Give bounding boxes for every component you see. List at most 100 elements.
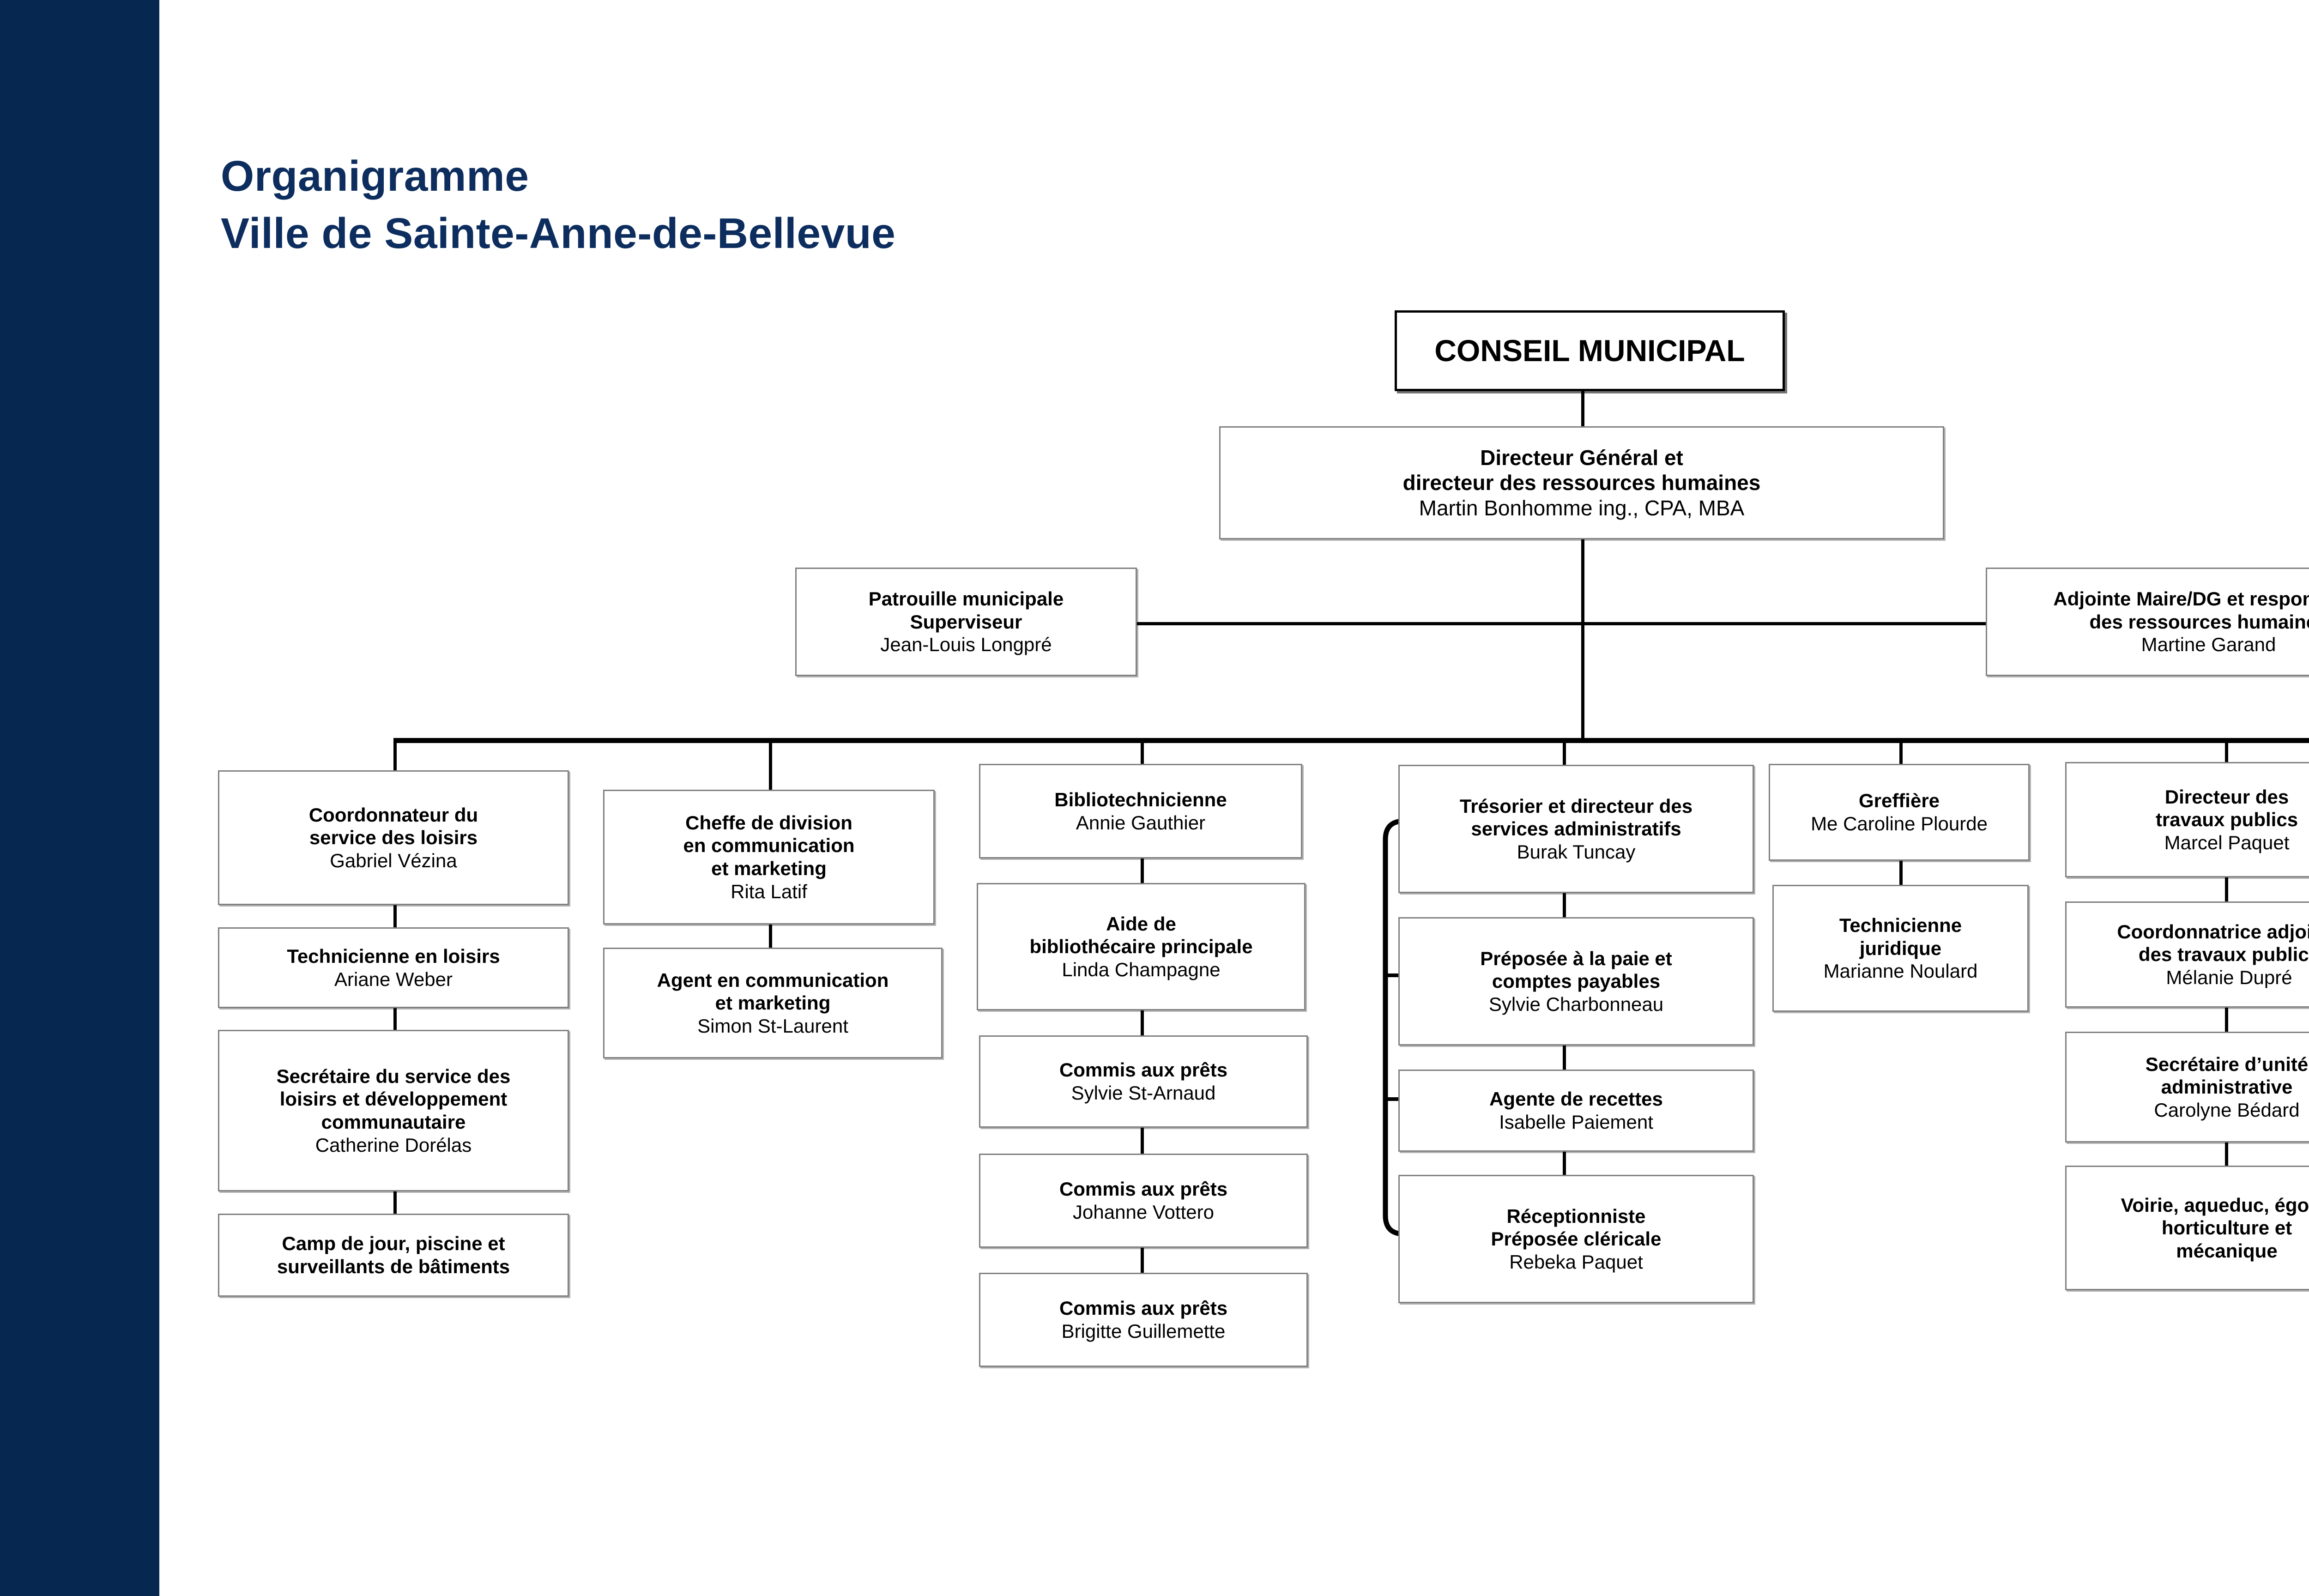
node-secretaire-unite-tp[interactable]: Secrétaire d’unité administrative Caroly… <box>2065 1032 2309 1143</box>
node-title-line-1: Adjointe Maire/DG et responsable <box>2053 588 2309 610</box>
node-title-line-1: Technicienne en loisirs <box>287 945 500 967</box>
node-commis-prets-1[interactable]: Commis aux prêts Sylvie St-Arnaud <box>979 1035 1308 1128</box>
node-aide-bibliothecaire[interactable]: Aide de bibliothécaire principale Linda … <box>977 883 1306 1010</box>
node-bibliotechnicienne[interactable]: Bibliotechnicienne Annie Gauthier <box>979 764 1302 858</box>
connector-c6-1-to-c6-2 <box>2225 877 2228 902</box>
node-tresorier[interactable]: Trésorier et directeur des services admi… <box>1398 765 1754 893</box>
node-title-line-1: Directeur Général et <box>1480 446 1683 470</box>
node-title-line-1: Commis aux prêts <box>1059 1059 1228 1081</box>
node-adjointe-maire-dg[interactable]: Adjointe Maire/DG et responsable des res… <box>1986 568 2309 676</box>
node-title-line-2: comptes payables <box>1492 970 1661 992</box>
node-commis-prets-2[interactable]: Commis aux prêts Johanne Vottero <box>979 1154 1308 1248</box>
connector-c4-1-to-c4-2 <box>1563 892 1566 918</box>
connector-c2-1-to-c2-2 <box>769 923 772 949</box>
node-title-line-1: Trésorier et directeur des <box>1459 795 1693 817</box>
connector-c3-3-to-c3-4 <box>1141 1127 1144 1154</box>
node-title-line-2: administrative <box>2161 1076 2293 1098</box>
connector-c5-1-to-c5-2 <box>1899 860 1903 886</box>
node-title-line-2: des ressources humaines <box>2089 611 2309 633</box>
node-title-line-1: Bibliotechnicienne <box>1054 788 1227 810</box>
node-receptionniste[interactable]: Réceptionniste Préposée cléricale Rebeka… <box>1398 1175 1754 1303</box>
node-title-line-1: Technicienne <box>1839 914 1962 937</box>
node-title-line-2: et marketing <box>715 992 831 1014</box>
node-title-line-3: mécanique <box>2176 1239 2278 1262</box>
node-person: Simon St-Laurent <box>697 1015 848 1037</box>
page-title-line-2: Ville de Sainte-Anne-de-Bellevue <box>221 209 896 257</box>
node-person: Mélanie Dupré <box>2166 966 2292 988</box>
main-distribution-bar <box>395 738 2309 743</box>
node-person: Gabriel Vézina <box>330 849 457 871</box>
node-person: Sylvie St-Arnaud <box>1071 1082 1216 1104</box>
connector-conseil-to-dg <box>1581 390 1584 427</box>
node-directeur-travaux-publics[interactable]: Directeur des travaux publics Marcel Paq… <box>2065 762 2309 877</box>
connector-patrouille-adjointe <box>1125 622 2162 625</box>
node-title-line-1: Réceptionniste <box>1506 1205 1646 1227</box>
node-title-line-1: Patrouille municipale <box>868 588 1064 610</box>
node-voirie-aqueduc[interactable]: Voirie, aqueduc, égout, horticulture et … <box>2065 1166 2309 1290</box>
node-title-line-3: et marketing <box>711 858 827 879</box>
node-person: Linda Champagne <box>1062 958 1221 980</box>
node-person: Johanne Vottero <box>1073 1201 1214 1223</box>
connector-c3-2-to-c3-3 <box>1141 1010 1144 1036</box>
connector-c4-3-to-c4-4 <box>1563 1150 1566 1176</box>
node-patrouille-municipale[interactable]: Patrouille municipale Superviseur Jean-L… <box>795 568 1137 676</box>
node-title-line-2: juridique <box>1859 937 1942 959</box>
node-coordonnateur-loisirs[interactable]: Coordonnateur du service des loisirs Gab… <box>218 770 569 905</box>
node-camp-de-jour[interactable]: Camp de jour, piscine et surveillants de… <box>218 1214 569 1297</box>
connector-c1-1-to-c1-2 <box>393 904 397 928</box>
node-preposee-paie[interactable]: Préposée à la paie et comptes payables S… <box>1398 917 1754 1046</box>
connector-drop-col6 <box>2225 738 2228 762</box>
connector-c3-1-to-c3-2 <box>1141 858 1144 885</box>
node-person: Martine Garand <box>2141 634 2276 656</box>
connector-c1-3-to-c1-4 <box>393 1191 397 1215</box>
node-title-line-1: Secrétaire du service des <box>276 1065 511 1087</box>
node-title-line-1: Commis aux prêts <box>1059 1297 1228 1319</box>
node-title-line-1: Commis aux prêts <box>1059 1178 1228 1200</box>
node-commis-prets-3[interactable]: Commis aux prêts Brigitte Guillemette <box>979 1273 1308 1367</box>
connector-c4-2-to-c4-3 <box>1563 1045 1566 1070</box>
node-title-line-2: travaux publics <box>2155 809 2298 831</box>
node-title-line-1: Camp de jour, piscine et <box>282 1233 505 1255</box>
node-title-line-1: Aide de <box>1106 913 1176 935</box>
connector-drop-col3 <box>1141 738 1144 765</box>
node-person: Martin Bonhomme ing., CPA, MBA <box>1419 496 1745 520</box>
node-person: Catherine Dorélas <box>315 1134 472 1156</box>
node-title-line-1: Agente de recettes <box>1489 1088 1663 1110</box>
connector-dg-spine <box>1581 539 1584 739</box>
node-title-line-2: services administratifs <box>1471 818 1681 840</box>
node-technicienne-loisirs[interactable]: Technicienne en loisirs Ariane Weber <box>218 927 569 1008</box>
node-title-line-2: des travaux publics <box>2138 943 2309 966</box>
node-conseil-municipal[interactable]: CONSEIL MUNICIPAL <box>1395 310 1785 391</box>
connector-c6-2-to-c6-3 <box>2225 1007 2228 1033</box>
node-title-line-1: Préposée à la paie et <box>1480 947 1672 969</box>
node-person: Marcel Paquet <box>2164 831 2290 853</box>
node-title-line-2: service des loisirs <box>309 827 478 849</box>
node-cheffe-communication[interactable]: Cheffe de division en communication et m… <box>603 790 935 925</box>
node-agent-communication[interactable]: Agent en communication et marketing Simo… <box>603 948 943 1058</box>
node-title-line-2: directeur des ressources humaines <box>1402 471 1761 495</box>
node-directeur-general[interactable]: Directeur Général et directeur des resso… <box>1219 426 1944 539</box>
connector-drop-col1 <box>393 738 397 772</box>
node-technicienne-juridique[interactable]: Technicienne juridique Marianne Noulard <box>1772 885 2029 1012</box>
connector-drop-col5 <box>1899 738 1903 765</box>
node-title-line-2: loisirs et développement <box>279 1088 508 1110</box>
node-title-line-2: bibliothécaire principale <box>1029 936 1253 958</box>
node-title: CONSEIL MUNICIPAL <box>1434 333 1745 368</box>
node-agente-recettes[interactable]: Agente de recettes Isabelle Paiement <box>1398 1070 1754 1152</box>
node-title-line-1: Voirie, aqueduc, égout, <box>2121 1194 2309 1216</box>
node-person: Carolyne Bédard <box>2154 1099 2300 1121</box>
node-person: Burak Tuncay <box>1517 840 1636 863</box>
node-title-line-2: Superviseur <box>910 611 1022 633</box>
node-coordonnatrice-travaux-publics[interactable]: Coordonnatrice adjointe des travaux publ… <box>2065 901 2309 1008</box>
node-title-line-2: surveillants de bâtiments <box>277 1256 510 1277</box>
node-title-line-1: Agent en communication <box>657 969 889 991</box>
page-title: Organigramme Ville de Sainte-Anne-de-Bel… <box>221 148 1606 262</box>
node-title-line-3: communautaire <box>321 1111 466 1133</box>
node-title-line-2: en communication <box>683 834 855 857</box>
node-greffiere[interactable]: Greffière Me Caroline Plourde <box>1769 764 2030 861</box>
connector-c3-4-to-c3-5 <box>1141 1247 1144 1274</box>
node-title-line-1: Coordonnatrice adjointe <box>2117 920 2309 943</box>
node-secretaire-loisirs[interactable]: Secrétaire du service des loisirs et dév… <box>218 1030 569 1191</box>
node-person: Me Caroline Plourde <box>1811 813 1988 834</box>
